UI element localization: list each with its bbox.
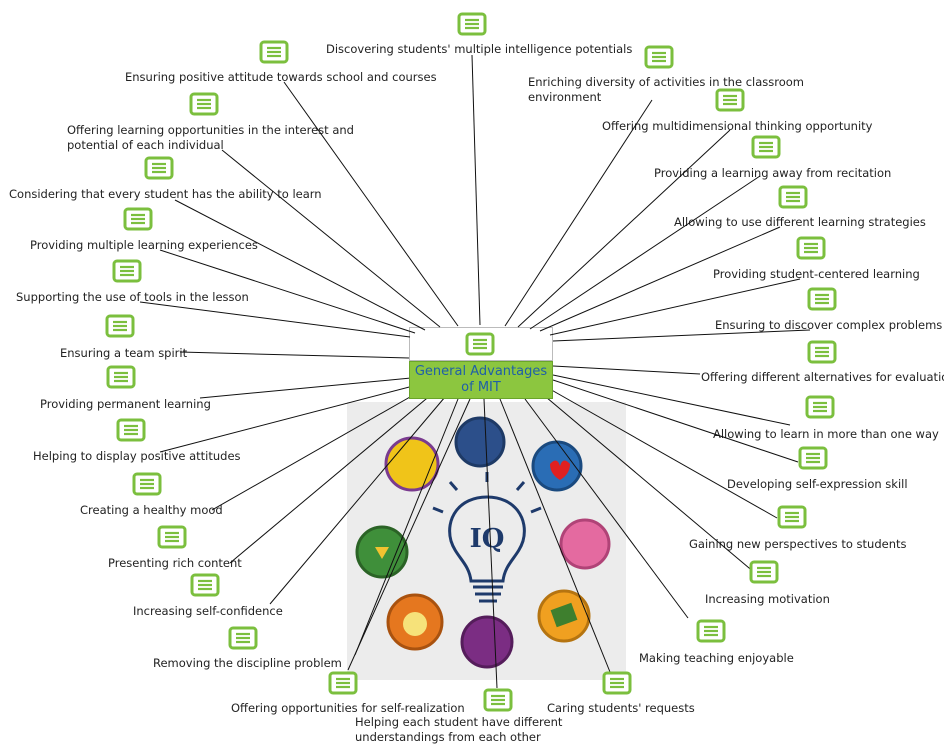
note-icon-team-spirit[interactable] [105,314,135,338]
connector-discovering-potentials [471,54,481,326]
note-icon-different-strategies[interactable] [778,185,808,209]
advantage-label-discovering-potentials[interactable]: Discovering students' multiple intellige… [326,42,633,56]
note-icon-positive-attitude-school[interactable] [259,40,289,64]
note-icon-self-confidence[interactable] [190,573,220,597]
connector-away-from-recitation [529,175,761,330]
advantage-label-new-perspectives[interactable]: Gaining new perspectives to students [689,537,907,551]
advantage-label-more-than-one-way[interactable]: Allowing to learn in more than one way [713,427,939,441]
advantage-label-team-spirit[interactable]: Ensuring a team spirit [60,346,188,360]
advantage-label-positive-attitude-school[interactable]: Ensuring positive attitude towards schoo… [125,70,437,84]
connector-use-of-tools [139,301,411,338]
advantage-label-self-expression[interactable]: Developing self-expression skill [727,477,908,491]
advantage-label-use-of-tools[interactable]: Supporting the use of tools in the lesso… [16,290,249,304]
note-icon-new-perspectives[interactable] [777,505,807,529]
note-icon-alternatives-evaluation[interactable] [807,340,837,364]
note-icon-enriching-diversity[interactable] [644,45,674,69]
advantage-label-away-from-recitation[interactable]: Providing a learning away from recitatio… [654,166,892,180]
note-icon-every-student-ability[interactable] [144,156,174,180]
advantage-label-student-centered[interactable]: Providing student-centered learning [713,267,920,281]
note-icon-self-expression[interactable] [798,446,828,470]
note-icon-increasing-motivation[interactable] [749,560,779,584]
note-icon-away-from-recitation[interactable] [751,135,781,159]
note-icon-rich-content[interactable] [157,525,187,549]
note-icon-use-of-tools[interactable] [112,259,142,283]
note-icon-multiple-experiences[interactable] [123,207,153,231]
advantage-label-self-realization[interactable]: Offering opportunities for self-realizat… [231,701,465,715]
note-icon-healthy-mood[interactable] [132,472,162,496]
advantage-label-every-student-ability[interactable]: Considering that every student has the a… [9,187,322,201]
note-icon-teaching-enjoyable[interactable] [696,619,726,643]
note-icon-offering-learning-opportunities[interactable] [189,92,219,116]
advantage-label-permanent-learning[interactable]: Providing permanent learning [40,397,211,411]
multiple-intelligences-image: IQ [347,402,626,680]
advantage-label-healthy-mood[interactable]: Creating a healthy mood [80,503,223,517]
iq-label: IQ [470,524,505,554]
advantage-label-enriching-diversity[interactable]: Enriching diversity of activities in the… [528,75,804,104]
central-node-title[interactable]: General Advantages of MIT [409,361,553,399]
advantage-label-discipline-problem[interactable]: Removing the discipline problem [153,656,342,670]
advantage-label-increasing-motivation[interactable]: Increasing motivation [705,592,830,606]
connector-positive-attitude-school [283,81,459,327]
note-icon-positive-attitudes[interactable] [116,418,146,442]
note-icon-discovering-potentials[interactable] [457,12,487,36]
note-icon-discipline-problem[interactable] [228,626,258,650]
advantage-label-complex-problems[interactable]: Ensuring to discover complex problems [715,318,943,332]
connector-every-student-ability [174,199,426,331]
connector-permanent-learning [199,377,412,399]
connector-team-spirit [179,351,410,359]
connector-alternatives-evaluation [552,365,701,375]
advantage-label-teaching-enjoyable[interactable]: Making teaching enjoyable [639,651,794,665]
advantage-label-self-confidence[interactable]: Increasing self-confidence [133,604,283,618]
advantage-label-multidimensional-thinking[interactable]: Offering multidimensional thinking oppor… [602,119,873,133]
note-icon-permanent-learning[interactable] [106,365,136,389]
advantage-label-alternatives-evaluation[interactable]: Offering different alternatives for eval… [701,370,944,384]
advantage-label-positive-attitudes[interactable]: Helping to display positive attitudes [33,449,241,463]
note-icon-complex-problems[interactable] [807,287,837,311]
advantage-label-caring-requests[interactable]: Caring students' requests [547,701,695,715]
advantage-label-offering-learning-opportunities[interactable]: Offering learning opportunities in the i… [67,123,354,152]
advantage-label-different-strategies[interactable]: Allowing to use different learning strat… [674,215,926,229]
advantage-label-rich-content[interactable]: Presenting rich content [108,556,242,570]
multiple-intelligences-illustration: IQ [355,416,611,669]
note-icon-student-centered[interactable] [796,236,826,260]
central-node-header[interactable] [409,327,553,361]
advantage-label-multiple-experiences[interactable]: Providing multiple learning experiences [30,238,258,252]
note-icon-more-than-one-way[interactable] [805,395,835,419]
note-icon-different-understandings[interactable] [483,688,513,712]
